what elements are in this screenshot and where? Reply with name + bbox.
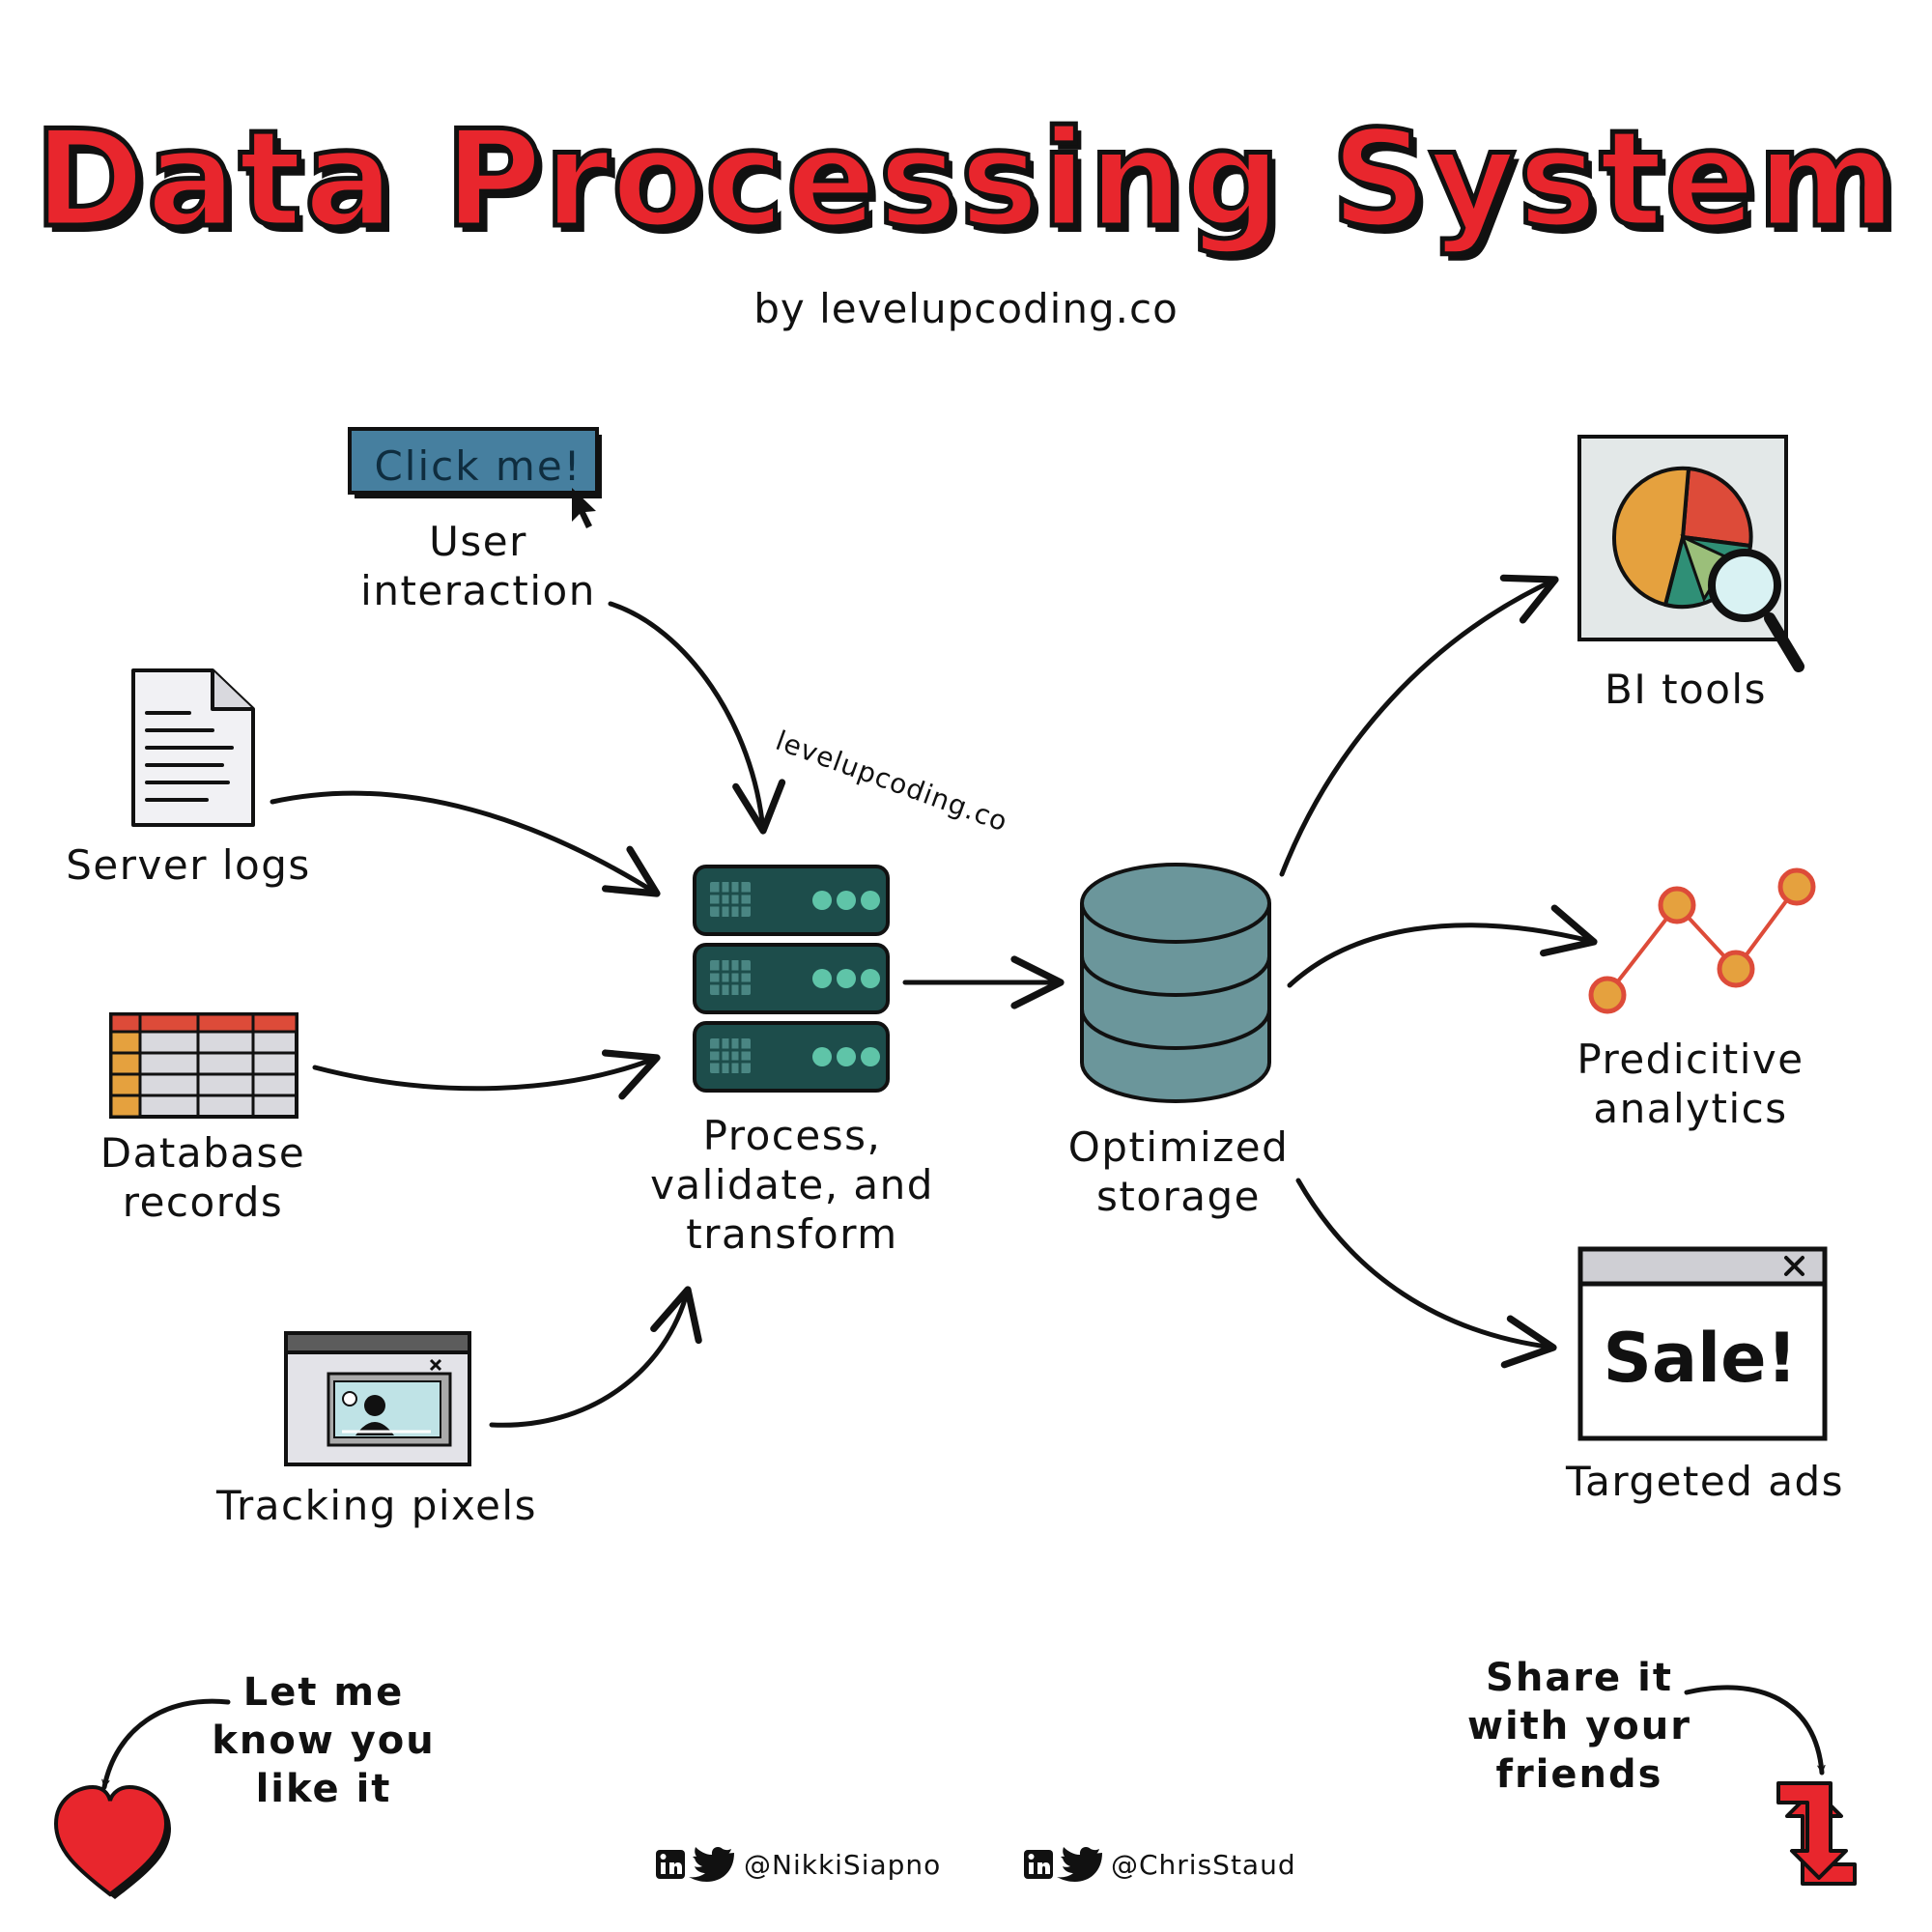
twitter-icon-right: [1057, 1847, 1102, 1883]
linkedin-icon-right: [1024, 1850, 1053, 1879]
table-icon: [109, 1012, 298, 1119]
ad-popup-icon: [1577, 1246, 1828, 1441]
page-subtitle: by levelupcoding.co: [753, 285, 1179, 332]
heart-icon: [53, 1784, 171, 1899]
database-cylinder-icon: [1080, 863, 1271, 1103]
bi-chart-icon: [1577, 435, 1804, 672]
document-icon: [131, 668, 255, 827]
click-me-button-icon: [348, 427, 602, 528]
bi-tools-label: BI tools: [1605, 666, 1767, 713]
flow-arrows: [101, 574, 1826, 1790]
click-me-label: Click me!: [374, 442, 582, 490]
repost-icon: [1776, 1781, 1857, 1886]
targeted-ads-label: Targeted ads: [1565, 1458, 1845, 1505]
author-handle-left[interactable]: @NikkiSiapno: [744, 1849, 942, 1881]
server-logs-label: Server logs: [66, 841, 311, 889]
twitter-icon-left: [689, 1847, 734, 1883]
tracking-pixels-label: Tracking pixels: [216, 1482, 537, 1529]
author-handle-right[interactable]: @ChrisStaud: [1111, 1849, 1296, 1881]
server-rack-icon: [693, 865, 890, 1093]
linkedin-icon-left: [656, 1850, 685, 1879]
tracking-window-icon: [284, 1331, 471, 1466]
page-title: Data Processing System: [32, 99, 1899, 260]
sale-text: Sale!: [1603, 1319, 1798, 1398]
trend-line-icon: [1588, 867, 1816, 1014]
